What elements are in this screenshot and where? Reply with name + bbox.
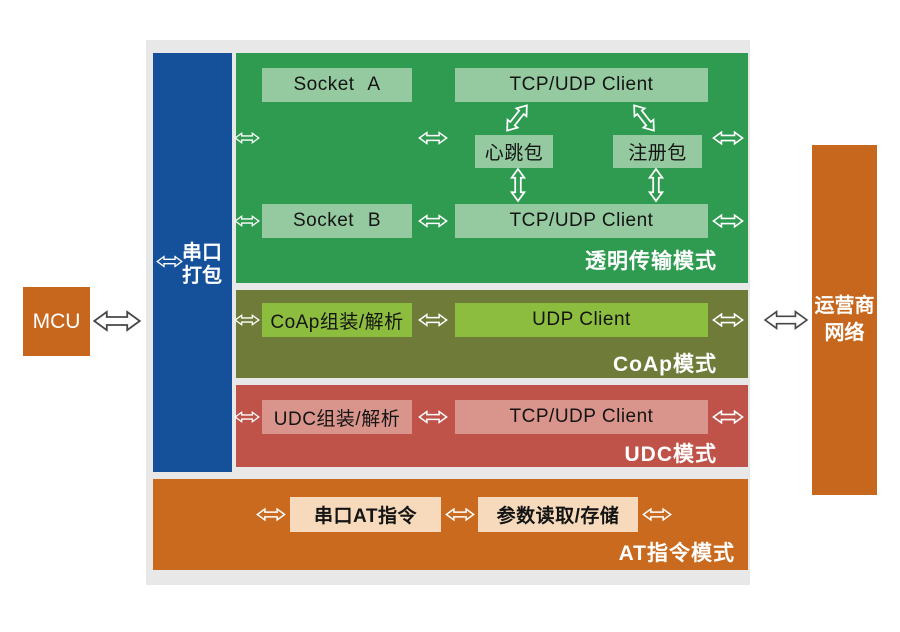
at-mode-section: 串口AT指令 参数读取/存储 AT指令模式 (153, 479, 748, 570)
carrier-network-line1: 运营商 (814, 295, 875, 317)
registration-packet-label: 注册包 (628, 143, 687, 164)
serial-bidirectional-arrow-icon (156, 254, 183, 269)
bidirectional-arrow-icon (712, 130, 744, 146)
bidirectional-arrow-icon (234, 130, 260, 146)
bidirectional-arrow-icon (712, 213, 744, 229)
udc-assembler-label: UDC组装/解析 (273, 408, 401, 430)
bidirectional-arrow-icon (712, 409, 744, 425)
diagonal-bidirectional-arrow-icon (627, 99, 662, 137)
heartbeat-packet-label: 心跳包 (484, 143, 544, 164)
carrier-network-line2: 网络 (824, 322, 865, 344)
param-storage-box: 参数读取/存储 (478, 497, 638, 532)
bidirectional-arrow-icon (418, 409, 448, 425)
transparent-mode-section: Socket A TCP/UDP Client 心跳包 注册包 Socket B… (236, 53, 748, 283)
carrier-network-box: 运营商网络 (812, 145, 877, 495)
vertical-bidirectional-arrow-icon (648, 167, 664, 203)
mcu-module-bidirectional-arrow-icon (92, 308, 142, 334)
bidirectional-arrow-icon (445, 506, 475, 523)
socket-b-label: Socket B (292, 210, 382, 231)
bidirectional-arrow-icon (418, 213, 448, 229)
socket-b-box: Socket B (262, 204, 412, 238)
mcu-box: MCU (23, 287, 90, 356)
serial-packing-line1: 串口 (182, 242, 222, 264)
heartbeat-packet-box: 心跳包 (475, 135, 553, 168)
udc-mode-section: UDC组装/解析 TCP/UDP Client UDC模式 (236, 385, 748, 467)
vertical-bidirectional-arrow-icon (510, 167, 526, 203)
param-storage-label: 参数读取/存储 (496, 506, 620, 527)
serial-packing-bar: 串口打包 (153, 53, 232, 472)
udc-tcp-udp-client-label: TCP/UDP Client (509, 406, 654, 427)
coap-assembler-label: CoAp组装/解析 (270, 311, 404, 333)
bidirectional-arrow-icon (418, 130, 448, 146)
udc-tcp-udp-client-box: TCP/UDP Client (455, 400, 708, 434)
coap-mode-title: CoAp模式 (613, 353, 717, 376)
bidirectional-arrow-icon (256, 506, 286, 523)
transparent-mode-title: 透明传输模式 (585, 250, 717, 273)
at-mode-title: AT指令模式 (618, 542, 735, 565)
tcp-udp-client-top-box: TCP/UDP Client (455, 68, 708, 102)
registration-packet-box: 注册包 (613, 135, 702, 168)
bidirectional-arrow-icon (642, 506, 672, 523)
mcu-label: MCU (32, 309, 81, 333)
serial-packing-line2: 打包 (182, 265, 222, 287)
socket-a-box: Socket A (262, 68, 412, 102)
tcp-udp-client-bottom-label: TCP/UDP Client (509, 210, 654, 231)
carrier-network-label: 运营商网络 (815, 293, 875, 347)
bidirectional-arrow-icon (418, 312, 448, 328)
tcp-udp-client-bottom-box: TCP/UDP Client (455, 204, 708, 238)
udc-assembler-box: UDC组装/解析 (262, 400, 412, 434)
serial-packing-label: 串口打包 (182, 242, 222, 288)
udp-client-box: UDP Client (455, 303, 708, 337)
serial-at-command-label: 串口AT指令 (314, 506, 417, 527)
diagonal-bidirectional-arrow-icon (500, 99, 535, 137)
module-network-bidirectional-arrow-icon (763, 307, 809, 333)
bidirectional-arrow-icon (234, 409, 260, 425)
udp-client-label: UDP Client (532, 309, 631, 330)
tcp-udp-client-top-label: TCP/UDP Client (509, 74, 654, 95)
coap-mode-section: CoAp组装/解析 UDP Client CoAp模式 (236, 290, 748, 378)
bidirectional-arrow-icon (234, 213, 260, 229)
coap-assembler-box: CoAp组装/解析 (262, 303, 412, 337)
udc-mode-title: UDC模式 (624, 443, 717, 466)
socket-a-label: Socket A (293, 74, 381, 95)
bidirectional-arrow-icon (234, 312, 260, 328)
serial-at-command-box: 串口AT指令 (290, 497, 441, 532)
bidirectional-arrow-icon (712, 312, 744, 328)
